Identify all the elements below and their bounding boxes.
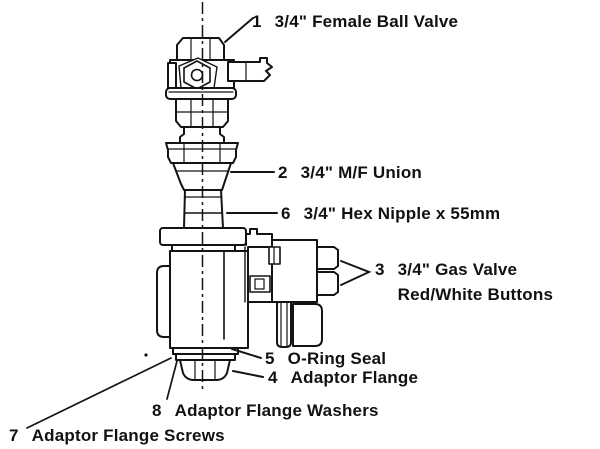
part-name: 3/4" Hex Nipple x 55mm [303,204,501,223]
part-number: 6 [281,204,291,223]
part-label-7: 7 Adaptor Flange Screws [9,426,225,446]
gas-valve-bracket-drawing [246,229,272,245]
part-number: 3 [375,260,385,279]
part-number: 1 [252,12,262,31]
screw-mark [144,353,148,357]
bottom-button-drawing [317,272,338,295]
seal-and-flange-drawing [144,348,238,380]
ball-valve-drawing [166,38,272,127]
part-name: Adaptor Flange Washers [174,401,379,420]
part-name: Adaptor Flange [290,368,419,387]
part-number: 2 [278,163,288,182]
part-label-4: 4 Adaptor Flange [268,368,418,388]
part-number: 7 [9,426,19,445]
part-name: 3/4" Female Ball Valve [274,12,459,31]
leader-8 [167,361,177,399]
part-number: 8 [152,401,162,420]
part-label-6: 6 3/4" Hex Nipple x 55mm [281,204,500,224]
part-number: 5 [265,349,275,368]
part-name: Adaptor Flange Screws [31,426,225,445]
leader-3 [341,261,369,285]
part-number: 4 [268,368,278,387]
gas-valve-drawing [248,240,338,347]
leader-lines [27,18,369,428]
union-drawing [166,127,238,190]
leader-7 [27,358,171,428]
part-label-5: 5 O-Ring Seal [265,349,386,369]
leader-4 [233,371,263,377]
part-label-8: 8 Adaptor Flange Washers [152,401,379,421]
leader-5 [232,349,261,358]
part-label-3: 3 3/4" Gas Valve Red/White Buttons [375,260,553,304]
hex-nipple-drawing [184,190,223,228]
part-name: 3/4" M/F Union [300,163,423,182]
part-label-1: 1 3/4" Female Ball Valve [252,12,458,32]
leader-1 [225,18,253,42]
top-button-drawing [317,247,338,269]
part-label-2: 2 3/4" M/F Union [278,163,422,183]
part-name: 3/4" Gas Valve Red/White Buttons [397,260,554,304]
part-name: O-Ring Seal [287,349,387,368]
